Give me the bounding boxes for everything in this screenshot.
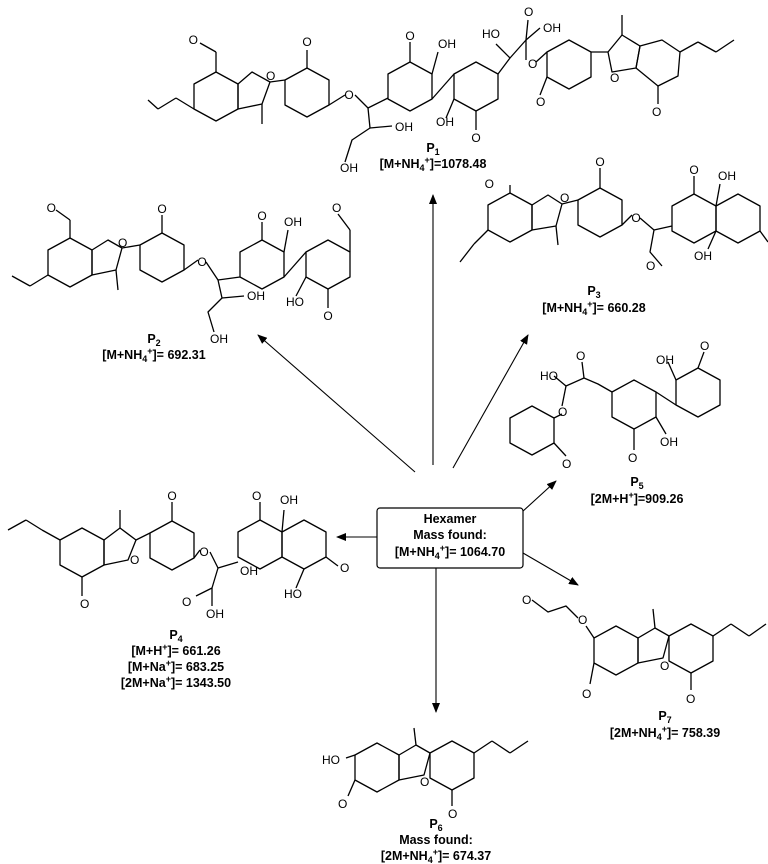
svg-text:HO: HO <box>482 27 500 41</box>
svg-text:O: O <box>689 163 698 177</box>
svg-text:O: O <box>700 339 709 353</box>
svg-text:O: O <box>323 309 332 323</box>
p1-mass: [M+NH4+]=1078.48 <box>380 155 487 173</box>
p3-name: P3 <box>587 284 600 300</box>
svg-text:OH: OH <box>718 169 736 183</box>
svg-text:O: O <box>652 105 661 119</box>
svg-text:O: O <box>338 797 347 811</box>
svg-text:O: O <box>344 88 353 102</box>
structure-p1: O O O O OH OH O OH OH O HO O OH O O O O … <box>147 5 735 175</box>
p6-name: P6 <box>429 817 442 833</box>
svg-text:O: O <box>80 597 89 611</box>
svg-text:O: O <box>610 71 619 85</box>
svg-text:O: O <box>130 553 139 567</box>
svg-text:OH: OH <box>240 564 258 578</box>
structure-p7: O O O O O P7 [2M+NH4+]= 758.39 <box>522 593 767 742</box>
arrows <box>257 194 579 713</box>
svg-text:O: O <box>582 687 591 701</box>
p5-name: P5 <box>630 475 643 491</box>
svg-text:O: O <box>167 489 176 503</box>
structure-p3: O O O O O O OH OH P3 [M+NH4+]= 660.28 <box>459 155 768 317</box>
svg-text:O: O <box>47 201 56 215</box>
svg-text:O: O <box>157 202 166 216</box>
arrow-to-p5 <box>521 480 557 513</box>
p6-mass: [2M+NH4+]= 674.37 <box>381 847 491 864</box>
p3-mass: [M+NH4+]= 660.28 <box>542 299 645 317</box>
svg-text:O: O <box>199 545 208 559</box>
p7-name: P7 <box>658 709 671 725</box>
svg-text:HO: HO <box>286 295 304 309</box>
hexamer-title: Hexamer <box>424 512 477 526</box>
svg-text:OH: OH <box>694 249 712 263</box>
structure-p2: O O O O OH OH O OH HO O O P2 [M+NH4+]= 6… <box>11 201 351 364</box>
hexamer-mass-found: Mass found: <box>413 528 487 542</box>
svg-text:O: O <box>562 457 571 471</box>
svg-text:OH: OH <box>284 215 302 229</box>
svg-text:O: O <box>257 209 266 223</box>
svg-text:O: O <box>197 255 206 269</box>
svg-text:O: O <box>646 259 655 273</box>
svg-text:O: O <box>560 191 569 205</box>
svg-text:OH: OH <box>438 37 456 51</box>
structure-p4: O O O O OH O OH O OH HO O P4 [M+H+]= 661… <box>7 489 349 690</box>
svg-text:HO: HO <box>540 369 558 383</box>
svg-text:O: O <box>576 349 585 363</box>
svg-text:OH: OH <box>280 493 298 507</box>
svg-text:O: O <box>686 692 695 706</box>
svg-text:O: O <box>405 29 414 43</box>
svg-text:O: O <box>595 155 604 169</box>
p4-mass-3: [2M+Na+]= 1343.50 <box>121 674 231 690</box>
p5-mass: [2M+H+]=909.26 <box>591 490 684 506</box>
svg-text:OH: OH <box>395 120 413 134</box>
svg-text:HO: HO <box>284 587 302 601</box>
p6-mass-found: Mass found: <box>399 833 473 847</box>
svg-text:O: O <box>420 775 429 789</box>
svg-text:OH: OH <box>206 607 224 621</box>
p4-name: P4 <box>169 628 182 644</box>
structure-p5: O OH OH O O HO O O P5 [2M+H+]=909.26 <box>509 339 721 506</box>
svg-text:O: O <box>340 561 349 575</box>
svg-text:HO: HO <box>322 753 340 767</box>
svg-text:O: O <box>448 807 457 821</box>
svg-text:O: O <box>628 451 637 465</box>
svg-text:O: O <box>558 405 567 419</box>
p2-mass: [M+NH4+]= 692.31 <box>102 346 205 364</box>
svg-text:O: O <box>522 593 531 607</box>
hexamer-box: Hexamer Mass found: [M+NH4+]= 1064.70 <box>376 507 524 569</box>
svg-text:OH: OH <box>656 353 674 367</box>
p7-mass: [2M+NH4+]= 758.39 <box>610 724 720 742</box>
svg-text:O: O <box>536 95 545 109</box>
svg-text:O: O <box>332 201 341 215</box>
svg-text:OH: OH <box>543 21 561 35</box>
svg-text:O: O <box>471 131 480 145</box>
svg-text:O: O <box>252 489 261 503</box>
svg-text:OH: OH <box>210 332 228 346</box>
svg-text:O: O <box>118 236 127 250</box>
svg-text:OH: OH <box>247 289 265 303</box>
p4-mass-2: [M+Na+]= 683.25 <box>128 658 224 674</box>
svg-text:O: O <box>578 613 587 627</box>
svg-text:O: O <box>182 595 191 609</box>
svg-text:O: O <box>524 5 533 19</box>
svg-text:O: O <box>302 35 311 49</box>
svg-text:OH: OH <box>660 435 678 449</box>
p1-name: P1 <box>426 141 439 157</box>
hexamer-mass-value: [M+NH4+]= 1064.70 <box>395 543 505 561</box>
svg-text:OH: OH <box>340 161 358 175</box>
p4-mass-1: [M+H+]= 661.26 <box>131 642 220 658</box>
p2-name: P2 <box>147 332 160 348</box>
svg-text:O: O <box>485 177 494 191</box>
svg-text:O: O <box>660 659 669 673</box>
arrow-to-p7 <box>522 552 579 586</box>
svg-text:O: O <box>528 57 537 71</box>
svg-text:O: O <box>266 69 275 83</box>
arrow-to-p3 <box>452 334 529 469</box>
structure-p6: HO O O O P6 Mass found: [2M+NH4+]= 674.3… <box>322 727 529 864</box>
svg-text:O: O <box>189 33 198 47</box>
svg-text:O: O <box>631 211 640 225</box>
arrow-to-p2 <box>257 334 416 473</box>
svg-text:OH: OH <box>436 115 454 129</box>
